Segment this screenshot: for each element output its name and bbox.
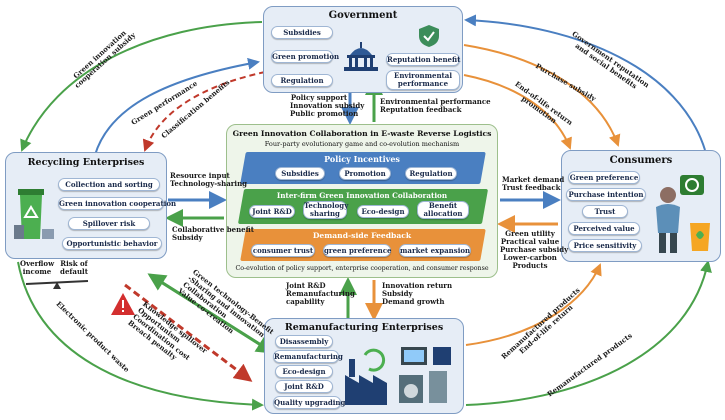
gov-item-subsidies: Subsidies xyxy=(271,26,333,39)
arrow-green-diagonal-back xyxy=(149,273,275,354)
label-line: capability xyxy=(286,297,325,306)
recycling-bin-icon xyxy=(14,189,54,239)
label-line: Remanufacturing xyxy=(286,289,355,298)
arrow-gov-to-recycling-dashed xyxy=(142,71,266,152)
rem-item-joint-rd: Joint R&D xyxy=(275,380,333,393)
remanufacturing-title: Remanufacturing Enterprises xyxy=(284,322,444,333)
label-line: Technology-sharing xyxy=(170,179,248,188)
arrow-red-diagonal xyxy=(124,283,253,382)
con-item-price-sensitivity: Price sensitivity xyxy=(568,239,642,252)
arrow-reman-to-consumers-outer xyxy=(465,260,712,406)
gov-item-regulation: Regulation xyxy=(271,74,333,87)
label-line: Products xyxy=(512,261,548,270)
shield-icon xyxy=(419,25,439,47)
demand-item-market: market expansion xyxy=(399,244,471,257)
label-line: Practical value xyxy=(500,237,560,246)
demand-item-trust: consumer trust xyxy=(251,244,315,257)
label-line: Subsidy xyxy=(382,289,413,298)
demand-item-green: green preference xyxy=(323,244,392,257)
rec-item-spillover: Spillover risk xyxy=(68,217,150,230)
label-con-in: Market demand Trust feedback xyxy=(502,176,564,192)
overflow-income-label: Overflow income xyxy=(20,259,55,276)
consumers-title: Consumers xyxy=(609,155,673,166)
center-subtitle: Four-party evolutionary game and co-evol… xyxy=(264,140,460,148)
center-panel: Green Innovation Collaboration in E-wast… xyxy=(226,124,498,278)
policy-item-regulation: Regulation xyxy=(405,167,457,180)
label-line: Purchase subsidy xyxy=(500,245,569,254)
label-rec-in: Resource input Technology-sharing xyxy=(170,172,247,188)
label-line: Lower-carbon xyxy=(503,253,557,262)
recycling-panel: Recycling Enterprises Collection and sor… xyxy=(5,152,177,259)
arrow-gov-to-recycling-outer xyxy=(20,21,263,152)
label-line: Demand growth xyxy=(382,297,445,306)
interfirm-item-eco-design: Eco-design xyxy=(357,205,409,218)
rem-item-eco-design: Eco-design xyxy=(275,365,333,378)
con-item-trust: Trust xyxy=(582,205,628,218)
warning-icon xyxy=(111,293,135,315)
label-rec-out: Collaborative benefit Subsidy xyxy=(172,226,254,242)
con-item-perceived-value: Perceived value xyxy=(568,222,640,235)
arrow-reman-to-consumers-inner xyxy=(465,263,602,346)
label-line: Joint R&D xyxy=(286,281,326,290)
rec-item-cooperation: Green innovation cooperation xyxy=(58,197,177,210)
government-panel: Government Subsidies Green promotion Reg… xyxy=(263,6,463,93)
rec-item-opportunistic: Opportunistic behavior xyxy=(62,237,162,250)
arrow-gov-to-consumers-inner2 xyxy=(463,74,572,150)
label-gov-up: Environmental performance Reputation fee… xyxy=(380,98,491,114)
arrow-gov-to-consumers-inner xyxy=(463,44,621,147)
label-line: Green utility xyxy=(505,229,555,238)
label-line: Public promotion xyxy=(290,109,359,118)
label-line: Resource input xyxy=(170,171,230,180)
risk-of-default-label: Risk of default xyxy=(60,259,88,276)
label-line: Reputation feedback xyxy=(380,105,462,114)
gov-item-environmental-performance: Environmental performance xyxy=(386,70,460,90)
demand-title: Demand-side Feedback xyxy=(312,231,412,240)
factory-icon xyxy=(345,347,451,405)
label-line: Collaborative benefit xyxy=(172,225,254,234)
balance-scale-icon xyxy=(25,280,89,289)
government-title: Government xyxy=(328,10,398,21)
label-rem-down: Innovation return Subsidy Demand growth xyxy=(382,282,452,306)
gov-item-green-promotion: Green promotion xyxy=(271,50,340,63)
interfirm-item-benefit: Benefit allocation xyxy=(417,201,469,219)
con-item-green-preference: Green preference xyxy=(568,171,640,184)
rem-item-remanufacturing: Remanufacturing xyxy=(273,350,343,363)
interfirm-item-joint-rd: Joint R&D xyxy=(249,205,295,218)
label-line: Subsidy xyxy=(172,233,203,242)
arrow-recycling-to-reman-outer xyxy=(17,261,264,411)
label-line: Policy support xyxy=(290,93,348,102)
arrow-consumers-to-gov-outer xyxy=(464,14,706,151)
capitol-icon xyxy=(344,42,378,71)
label-line: Market demand xyxy=(502,175,565,184)
label-line: Innovation subsidy xyxy=(290,101,365,110)
interfirm-title: Inter-firm Green Innovation Collaboratio… xyxy=(276,191,448,200)
label-line: Innovation return xyxy=(382,281,453,290)
label-line: Trust feedback xyxy=(502,183,561,192)
label-con-out: Green utility Practical value Purchase s… xyxy=(500,229,569,270)
label-line: Environmental performance xyxy=(380,97,491,106)
gov-item-reputation-benefit: Reputation benefit xyxy=(386,53,461,66)
consumer-icon xyxy=(656,175,710,253)
remanufacturing-panel: Remanufacturing Enterprises Disassembly … xyxy=(264,318,464,414)
policy-title: Policy Incentives xyxy=(324,154,400,164)
center-title: Green Innovation Collaboration in E-wast… xyxy=(232,129,492,138)
center-footer: Co-evolution of policy support, enterpri… xyxy=(235,265,489,272)
policy-item-subsidies: Subsidies xyxy=(275,167,325,180)
policy-item-promotion: Promotion xyxy=(339,167,391,180)
recycling-title: Recycling Enterprises xyxy=(27,157,145,168)
arrow-recycling-to-gov-inner xyxy=(94,57,260,156)
label-gov-down: Policy support Innovation subsidy Public… xyxy=(290,93,365,118)
rec-item-collection: Collection and sorting xyxy=(58,178,160,191)
interfirm-item-tech-sharing: Technology sharing xyxy=(303,201,349,219)
consumers-panel: Consumers Green preference Purchase inte… xyxy=(561,150,721,262)
label-rem-up: Joint R&D Remanufacturing capability xyxy=(286,282,355,306)
rem-item-disassembly: Disassembly xyxy=(275,335,333,348)
rem-item-quality-upgrading: Quality upgrading xyxy=(273,396,346,409)
con-item-purchase-intention: Purchase intention xyxy=(566,188,646,201)
